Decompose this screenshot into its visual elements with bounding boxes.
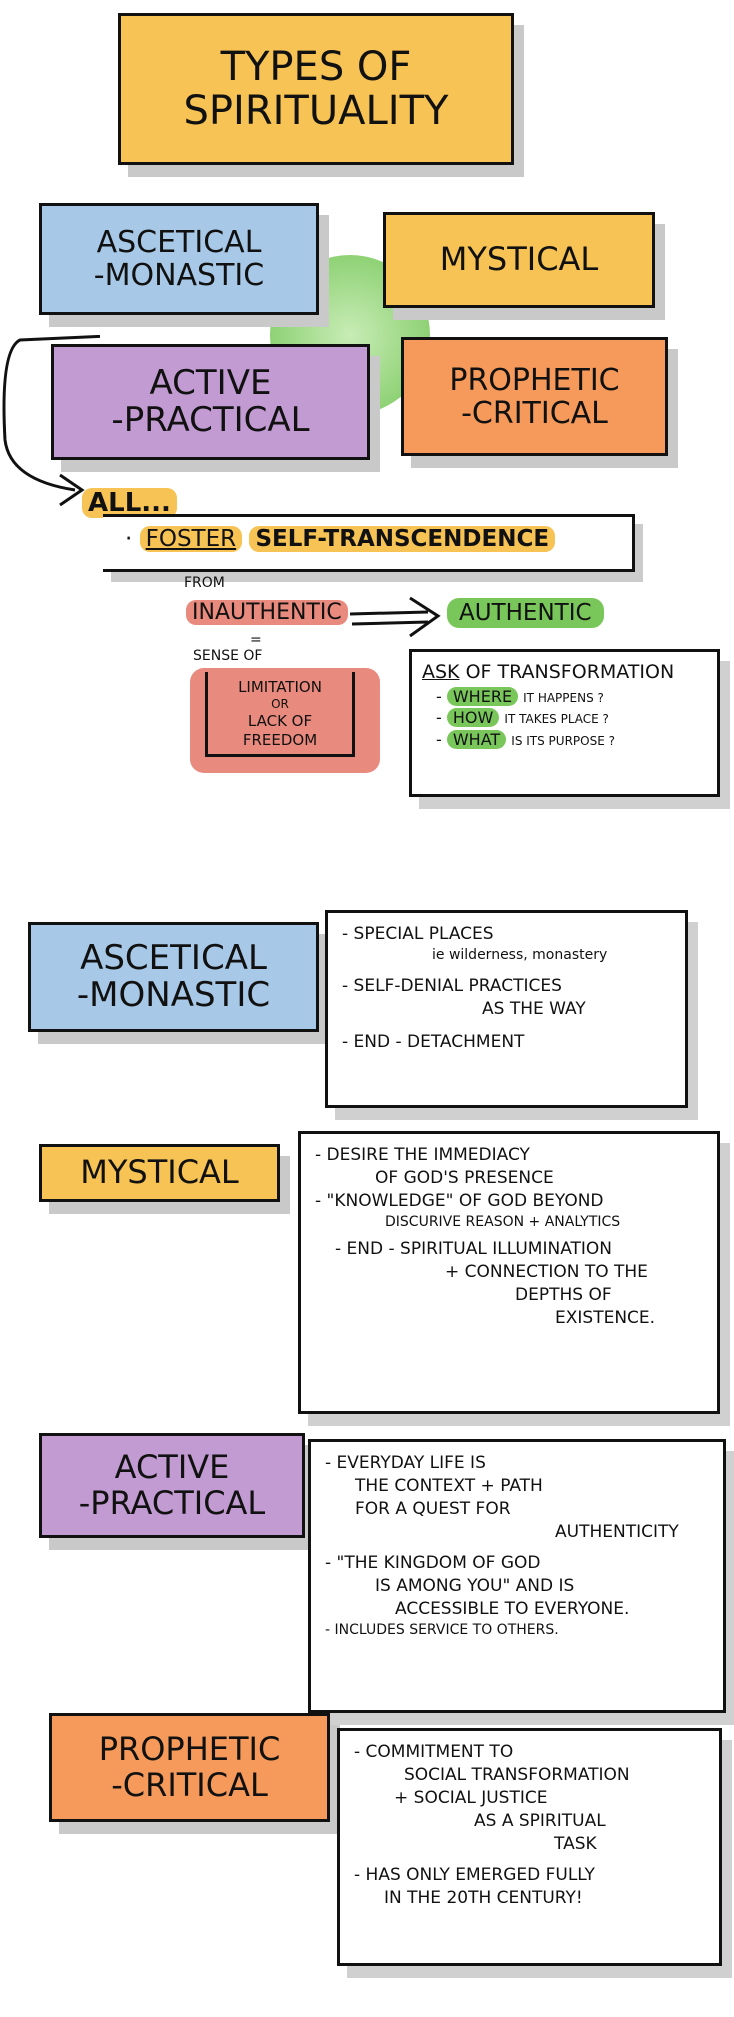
note-line: - Commitment to <box>354 1742 514 1762</box>
note-line: + connection to the <box>445 1261 648 1282</box>
arrow-icon <box>2 334 100 507</box>
note-line: - Desire the immediacy <box>315 1145 530 1165</box>
note-line: - Has only emerged fully <box>354 1864 595 1885</box>
detail-active-label: Active -Practical <box>39 1433 305 1538</box>
label-line: Prophetic <box>98 1730 281 1769</box>
lack-of-label: Lack of <box>247 711 313 730</box>
note-line: authenticity <box>555 1521 679 1542</box>
inauthentic-label: Inauthentic <box>186 600 348 625</box>
detail-mystical-label: Mystical <box>39 1144 280 1202</box>
note-line: - End - Spiritual illumination <box>335 1238 612 1259</box>
note-line: - End - Detachment <box>342 1031 525 1052</box>
label-line: Mystical <box>80 1153 239 1192</box>
note-line: as the way <box>482 998 586 1019</box>
type-mystical-box: Mystical <box>383 212 655 308</box>
note-line: as a spiritual <box>474 1810 606 1831</box>
note-line: - includes service to others. <box>325 1621 559 1638</box>
type-label: Mystical <box>439 240 599 279</box>
limitation-label: Limitation <box>238 678 322 696</box>
detail-mystical-notes: - Desire the immediacy of God's presence… <box>298 1131 720 1414</box>
type-label: Active <box>149 362 272 403</box>
arrow-right-icon <box>349 596 441 638</box>
note-line: ie wilderness, monastery <box>432 946 608 963</box>
detail-ascetical-notes: - Special places ie wilderness, monaster… <box>325 910 688 1108</box>
type-active-box: Active -Practical <box>51 344 370 460</box>
type-label: -Practical <box>111 400 310 440</box>
question-item: - How it takes place ? <box>436 708 609 728</box>
type-label: Ascetical <box>96 225 262 260</box>
note-line: discurive reason + analytics <box>385 1213 621 1230</box>
note-line: for a quest for <box>355 1498 511 1519</box>
all-label: All... <box>82 488 177 518</box>
note-line: + social justice <box>394 1787 548 1808</box>
detail-ascetical-label: Ascetical -Monastic <box>28 922 319 1032</box>
detail-prophetic-notes: - Commitment to social transformation + … <box>337 1728 722 1966</box>
authentic-label: Authentic <box>447 598 604 628</box>
note-line: social transformation <box>404 1764 630 1785</box>
question-item: - What is its purpose ? <box>436 729 615 749</box>
label-line: Ascetical <box>80 937 267 978</box>
label-line: -Monastic <box>76 975 271 1015</box>
title-box: Types of Spirituality <box>118 13 514 165</box>
label-line: -Critical <box>111 1765 268 1804</box>
or-label: or <box>271 696 289 711</box>
of-transformation: of Transformation <box>465 661 675 683</box>
type-label: -Monastic <box>93 258 265 293</box>
limitation-frame: Limitation or Lack of Freedom <box>205 672 355 757</box>
note-line: - Special places <box>342 924 494 944</box>
note-line: is among you" and is <box>375 1575 575 1596</box>
type-prophetic-box: Prophetic -Critical <box>401 337 668 456</box>
note-line: existence. <box>555 1307 656 1328</box>
transformation-box: Ask of Transformation - Where it happens… <box>409 649 720 797</box>
self-transcendence: Self-Transcendence <box>249 526 556 552</box>
note-line: in the 20th century! <box>384 1887 583 1908</box>
type-label: -Critical <box>461 395 608 431</box>
detail-active-notes: - Everyday life is the context + path fo… <box>308 1439 726 1713</box>
note-line: - "The Kingdom of God <box>325 1552 541 1573</box>
label-line: -Practical <box>78 1483 266 1522</box>
freedom-label: Freedom <box>242 730 318 749</box>
title-line-2: Spirituality <box>183 88 449 134</box>
note-line: accessible to everyone. <box>395 1598 630 1619</box>
type-ascetical-box: Ascetical -Monastic <box>39 203 319 315</box>
note-line: of God's presence <box>375 1167 554 1188</box>
type-label: Prophetic <box>449 362 620 398</box>
question-item: - Where it happens ? <box>436 686 604 706</box>
note-line: task <box>554 1833 597 1854</box>
note-line: - Self-denial practices <box>342 975 562 996</box>
from-label: From <box>184 575 225 591</box>
detail-prophetic-label: Prophetic -Critical <box>49 1713 330 1822</box>
ask-label: Ask <box>422 661 460 683</box>
sense-of-label: Sense of <box>193 648 263 664</box>
title-line-1: Types of <box>220 44 412 90</box>
foster-word: Foster <box>139 526 243 552</box>
note-line: depths of <box>515 1284 612 1305</box>
label-line: Active <box>114 1448 230 1487</box>
equals-sign: = <box>250 632 262 648</box>
note-line: the context + path <box>355 1475 543 1496</box>
note-line: - "Knowledge" of God beyond <box>315 1190 604 1211</box>
note-line: - Everyday life is <box>325 1453 486 1473</box>
foster-line: · Foster Self-Transcendence <box>125 526 556 552</box>
